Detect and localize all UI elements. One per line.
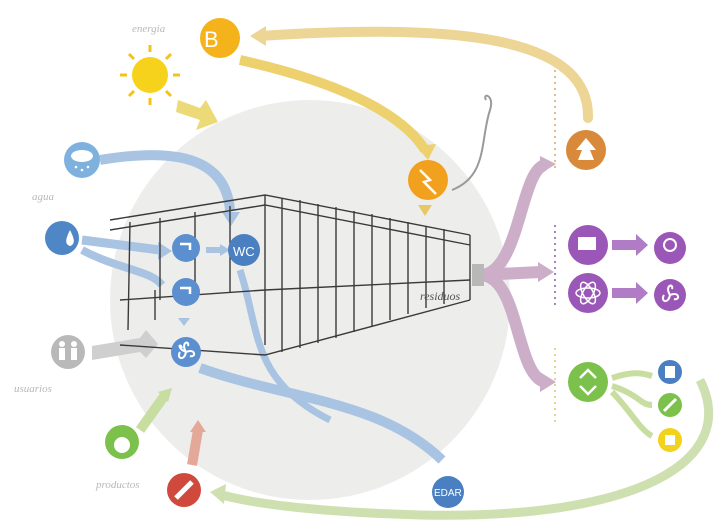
sun-arrow bbox=[176, 100, 218, 130]
energy-arrow-head bbox=[416, 144, 436, 160]
biomass-letter: B bbox=[204, 27, 219, 52]
apple-shape bbox=[114, 437, 130, 453]
recycle-arrow-3 bbox=[609, 389, 654, 439]
label-agua: agua bbox=[32, 191, 55, 203]
fan-shape bbox=[661, 284, 680, 302]
waste-arrow-mid-head bbox=[538, 262, 554, 282]
wc-label: WC bbox=[233, 244, 255, 259]
return-arrow-bottom bbox=[220, 377, 714, 520]
label-energia: energia bbox=[132, 23, 166, 35]
label-residuos: residuos bbox=[420, 289, 461, 303]
bottle-shape bbox=[174, 480, 194, 500]
computer-shape bbox=[578, 237, 596, 250]
edar-label: EDAR bbox=[434, 488, 462, 499]
label-usuarios: usuarios bbox=[14, 383, 52, 395]
tap-shape-2 bbox=[180, 286, 192, 294]
rain-drops bbox=[74, 165, 90, 172]
return-arrow-top bbox=[255, 26, 594, 123]
return-arrow-bottom-head bbox=[210, 484, 226, 504]
people-shape bbox=[59, 341, 77, 360]
product-arrow-red bbox=[187, 429, 203, 466]
purple-arrow-1 bbox=[612, 234, 648, 256]
bulb-shape bbox=[663, 238, 677, 252]
to-edar-arrow bbox=[198, 363, 446, 464]
energy-arrow-b-to-generator bbox=[238, 55, 430, 153]
packaging-shape bbox=[665, 435, 675, 445]
purple-arrow-2 bbox=[612, 282, 648, 304]
hazardous-waste-icon bbox=[568, 273, 608, 313]
generator-squiggle bbox=[451, 94, 493, 191]
fan-blades bbox=[177, 341, 196, 359]
recycle-arrow-1 bbox=[611, 370, 653, 381]
water-arrow-1-head bbox=[158, 242, 172, 260]
reuse-arrow-head bbox=[220, 244, 230, 256]
paper-shape bbox=[665, 366, 675, 378]
waste-arrow-up-head bbox=[540, 156, 556, 174]
product-arrow-green-head bbox=[158, 388, 172, 402]
water-arrow-1 bbox=[81, 235, 161, 255]
rain-arrow bbox=[99, 150, 235, 211]
leaf-shape bbox=[576, 138, 596, 160]
product-arrow-green bbox=[135, 392, 170, 433]
water-arrow-2 bbox=[80, 246, 166, 288]
label-productos: productos bbox=[95, 479, 140, 491]
waste-outlet bbox=[472, 264, 484, 286]
waste-arrow-down bbox=[479, 269, 548, 388]
building-background-circle bbox=[110, 100, 510, 500]
users-icon bbox=[51, 335, 85, 369]
lab-down-arrow bbox=[178, 318, 190, 326]
rain-arrow-head bbox=[222, 212, 240, 226]
product-arrow-red-head bbox=[190, 420, 206, 432]
edar-node bbox=[432, 476, 464, 508]
glass-shape bbox=[662, 397, 678, 413]
lightning-icon bbox=[419, 169, 437, 195]
drop-icon bbox=[66, 230, 74, 246]
tap-shape-1 bbox=[180, 242, 192, 250]
bulb-icon bbox=[654, 232, 686, 264]
waste-arrow-down-head bbox=[540, 372, 556, 392]
wc-node bbox=[228, 234, 260, 266]
water-supply-icon bbox=[45, 221, 79, 255]
tap-icon-2 bbox=[172, 278, 200, 306]
return-arrow-top-head bbox=[250, 26, 266, 46]
recycle-arrow-2 bbox=[611, 383, 653, 408]
recycling-icon bbox=[568, 362, 608, 402]
recycle-shape bbox=[579, 368, 597, 396]
biomass-icon bbox=[200, 18, 240, 58]
sun-icon bbox=[120, 45, 180, 105]
cloud-shape bbox=[71, 150, 93, 162]
tap-icon-1 bbox=[172, 234, 200, 262]
atom-shape bbox=[575, 281, 601, 305]
generator-down-arrow bbox=[418, 205, 432, 216]
